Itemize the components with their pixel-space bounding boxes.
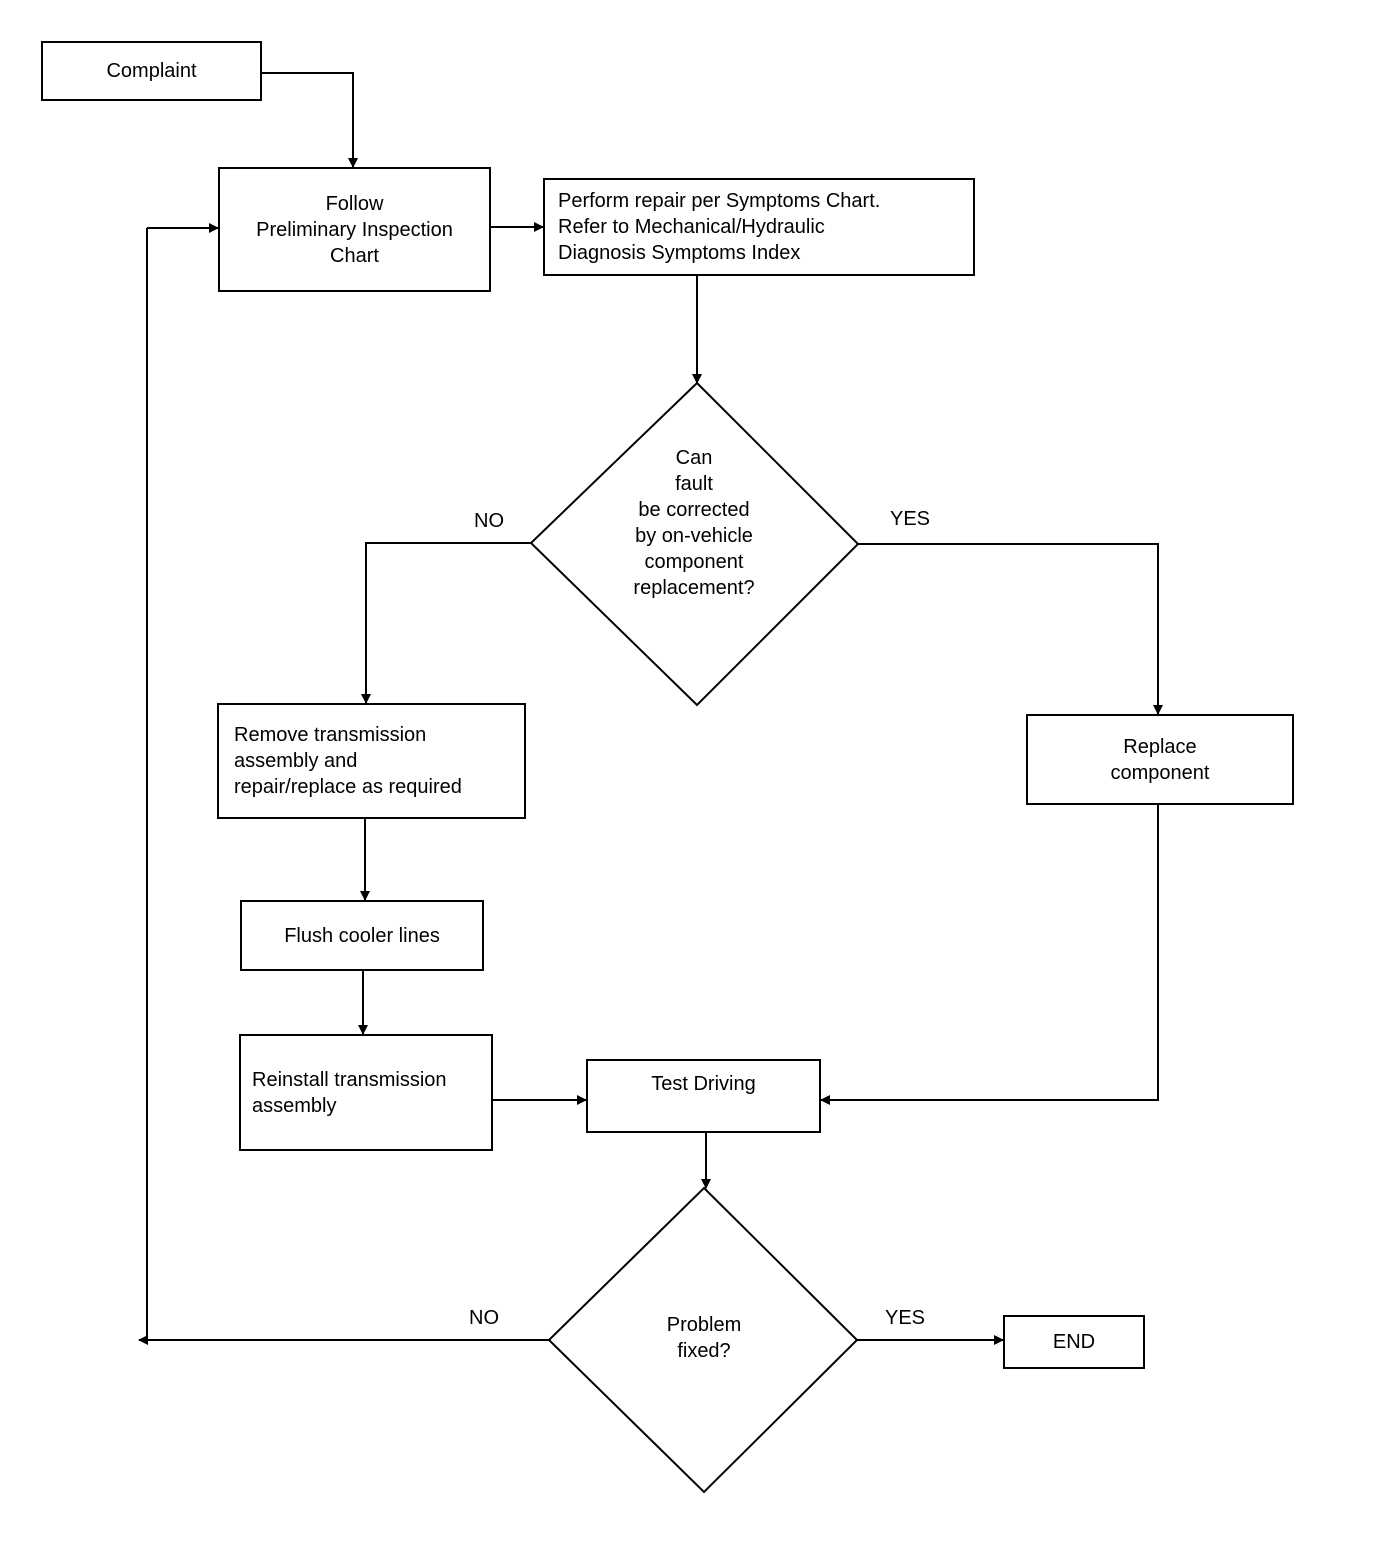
decision-fault-line-6: replacement? (633, 577, 755, 599)
edge-fault-no (361, 542, 531, 704)
fault-yes-label: YES (890, 508, 931, 530)
preliminary-line-1: Follow (325, 192, 384, 215)
decision-fault-line-1: Can (675, 447, 713, 469)
test-driving-text: Test Driving (651, 1073, 756, 1095)
decision-fault-diamond (529, 381, 860, 707)
preliminary-line-2: Preliminary Inspection (256, 218, 453, 241)
perform-repair-line-1: Perform repair per Symptoms Chart. (558, 190, 881, 212)
decision-fault-line-4: by on-vehicle (635, 525, 753, 547)
fixed-no-label: NO (469, 1307, 499, 1329)
complaint-box: Complaint (41, 41, 262, 101)
complaint-text: Complaint (106, 60, 197, 82)
test-driving-box: Test Driving (586, 1059, 821, 1133)
perform-repair-box: Perform repair per Symptoms Chart. Refer… (543, 178, 975, 276)
remove-line-3: repair/replace as required (234, 776, 462, 798)
reinstall-transmission-box: Reinstall transmission assembly (239, 1034, 493, 1151)
end-text: END (1052, 1331, 1096, 1353)
remove-line-1: Remove transmission (234, 724, 427, 746)
decision-fixed-text: Problem fixed? (624, 1310, 784, 1366)
flush-cooler-lines-box: Flush cooler lines (240, 900, 484, 971)
preliminary-line-3: Chart (330, 244, 379, 267)
remove-transmission-box: Remove transmission assembly and repair/… (217, 703, 526, 819)
perform-repair-line-3: Diagnosis Symptoms Index (558, 242, 801, 264)
preliminary-inspection-box: Follow Preliminary Inspection Chart (218, 167, 491, 292)
edge-fault-yes (858, 543, 1163, 715)
decision-fault-line-5: component (644, 551, 744, 573)
decision-fixed-line-2: fixed? (677, 1340, 731, 1362)
fault-no-label: NO (474, 510, 504, 532)
decision-fault-line-3: be corrected (638, 499, 750, 521)
perform-repair-line-2: Refer to Mechanical/Hydraulic (558, 216, 825, 238)
decision-fault-line-2: fault (675, 473, 713, 495)
replace-component-box: Replace component (1026, 714, 1294, 805)
decision-fixed-line-1: Problem (666, 1314, 742, 1336)
edge-replace-to-test (820, 805, 1159, 1105)
end-box: END (1003, 1315, 1145, 1369)
replace-line-2: component (1110, 761, 1210, 784)
fixed-yes-label: YES (885, 1307, 926, 1329)
reinstall-line-2: assembly (252, 1094, 337, 1117)
remove-line-2: assembly and (234, 750, 358, 772)
reinstall-line-1: Reinstall transmission (252, 1068, 447, 1091)
replace-line-1: Replace (1123, 735, 1197, 758)
edge-complaint-to-preliminary (262, 72, 358, 168)
decision-fault-text: Can fault be corrected by on-vehicle com… (594, 441, 794, 605)
flush-text: Flush cooler lines (284, 924, 440, 947)
decision-fixed-diamond (547, 1186, 859, 1494)
